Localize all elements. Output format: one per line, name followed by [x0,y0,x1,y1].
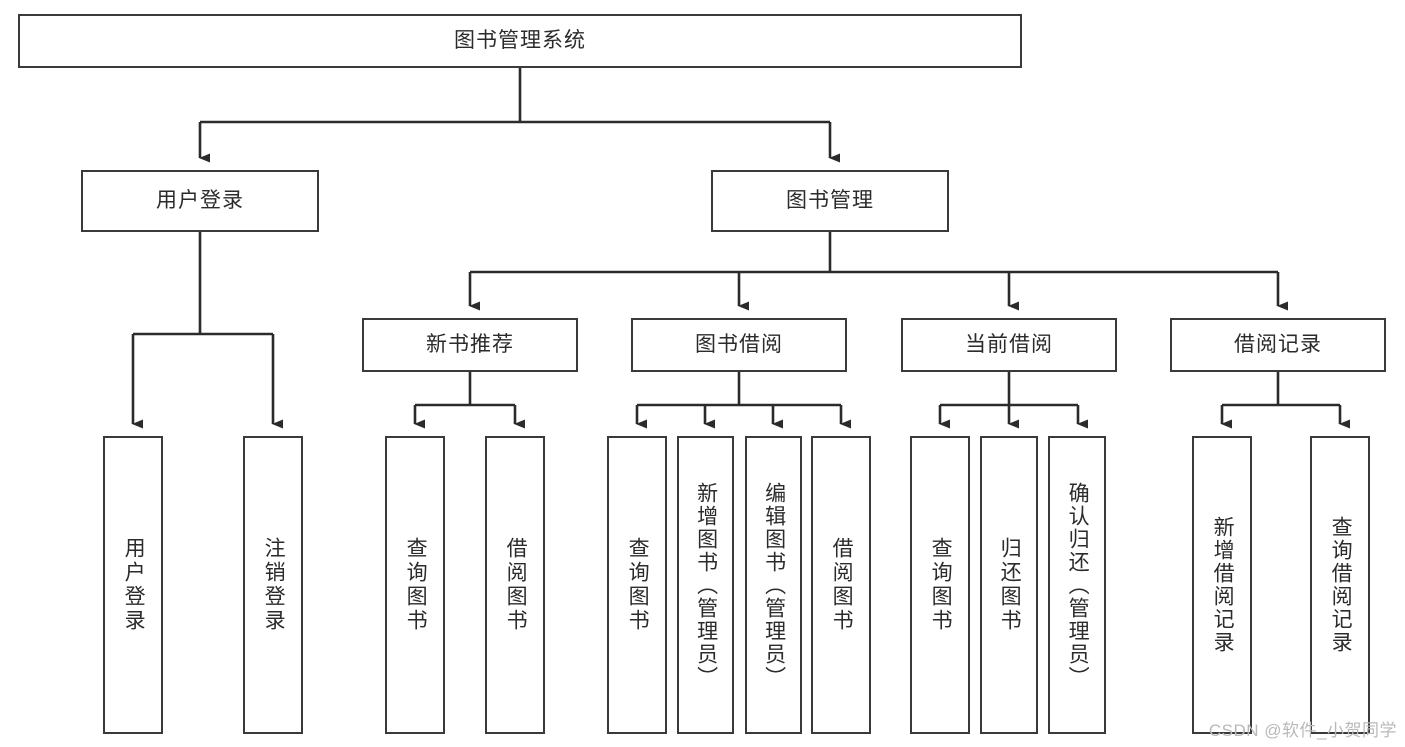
node-borrow-record-label: 借阅记录 [1234,333,1322,357]
leaf-borrow-book-2[interactable]: 借阅图书 [811,436,871,734]
leaf-query-book-2[interactable]: 查询图书 [607,436,667,734]
leaf-logout[interactable]: 注销登录 [243,436,303,734]
leaf-add-borrow-record-label: 新增借阅记录 [1211,516,1235,654]
leaf-user-login[interactable]: 用户登录 [103,436,163,734]
leaf-logout-label: 注销登录 [262,537,286,633]
leaf-add-borrow-record[interactable]: 新增借阅记录 [1192,436,1252,734]
leaf-query-book-1[interactable]: 查询图书 [385,436,445,734]
leaf-query-borrow-record[interactable]: 查询借阅记录 [1310,436,1370,734]
node-current-borrow[interactable]: 当前借阅 [901,318,1117,372]
leaf-query-borrow-record-label: 查询借阅记录 [1329,516,1353,654]
leaf-confirm-return-admin-label: 确认归还（管理员） [1066,481,1090,689]
node-root-label: 图书管理系统 [454,29,586,53]
node-borrow-record[interactable]: 借阅记录 [1170,318,1386,372]
node-current-borrow-label: 当前借阅 [965,333,1053,357]
node-root[interactable]: 图书管理系统 [18,14,1022,68]
leaf-borrow-book-2-label: 借阅图书 [830,537,854,633]
leaf-return-book-label: 归还图书 [998,537,1022,633]
node-user-login-label: 用户登录 [156,189,244,213]
leaf-add-book-admin-label: 新增图书（管理员） [694,481,718,689]
node-user-login[interactable]: 用户登录 [81,170,319,232]
leaf-query-book-3[interactable]: 查询图书 [910,436,970,734]
leaf-borrow-book-1-label: 借阅图书 [504,537,528,633]
node-new-book-recommend[interactable]: 新书推荐 [362,318,578,372]
leaf-return-book[interactable]: 归还图书 [980,436,1038,734]
leaf-query-book-2-label: 查询图书 [626,537,650,633]
leaf-query-book-1-label: 查询图书 [404,537,428,633]
leaf-confirm-return-admin[interactable]: 确认归还（管理员） [1048,436,1106,734]
node-book-borrow[interactable]: 图书借阅 [631,318,847,372]
leaf-add-book-admin[interactable]: 新增图书（管理员） [677,436,734,734]
leaf-user-login-label: 用户登录 [122,537,146,633]
leaf-borrow-book-1[interactable]: 借阅图书 [485,436,545,734]
leaf-query-book-3-label: 查询图书 [929,537,953,633]
node-book-management-label: 图书管理 [786,189,874,213]
node-new-book-recommend-label: 新书推荐 [426,333,514,357]
leaf-edit-book-admin[interactable]: 编辑图书（管理员） [745,436,802,734]
leaf-edit-book-admin-label: 编辑图书（管理员） [762,481,786,689]
node-book-management[interactable]: 图书管理 [711,170,949,232]
node-book-borrow-label: 图书借阅 [695,333,783,357]
